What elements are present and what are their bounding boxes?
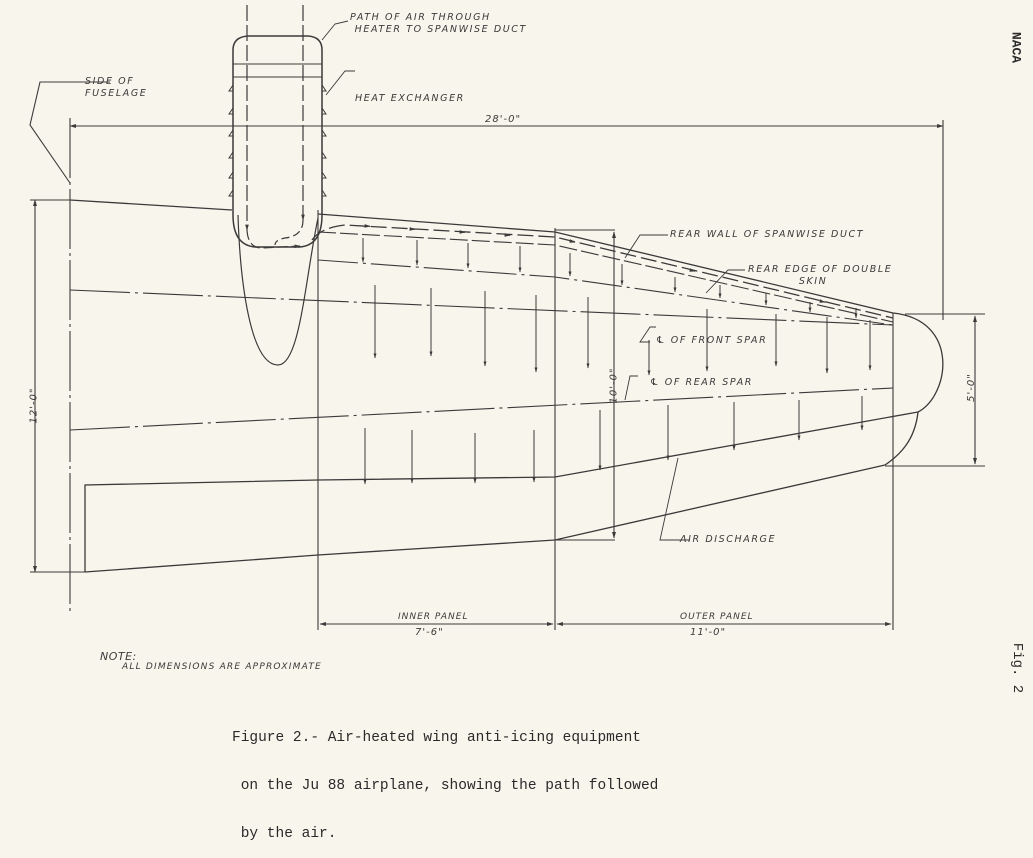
figure-caption: Figure 2.- Air-heated wing anti-icing eq… bbox=[232, 698, 658, 858]
naca-mark: NACA bbox=[1009, 23, 1024, 73]
engine-nacelle bbox=[238, 215, 318, 365]
figure-number: Fig. 2 bbox=[1009, 638, 1025, 698]
label-rear-spar: ℄ OF REAR SPAR bbox=[650, 377, 753, 389]
root-chord-dimension bbox=[30, 200, 85, 572]
dim-tip-chord: 5'-0" bbox=[966, 373, 977, 402]
label-side-of-fuselage: SIDE OF FUSELAGE bbox=[85, 76, 147, 100]
note-text: ALL DIMENSIONS ARE APPROXIMATE bbox=[122, 662, 322, 672]
span-dimension bbox=[70, 120, 943, 320]
mid-chord-dimension bbox=[555, 230, 615, 540]
label-rear-edge-double-skin: REAR EDGE OF DOUBLE SKIN bbox=[748, 264, 892, 288]
label-front-spar: ℄ OF FRONT SPAR bbox=[656, 335, 767, 347]
caption-line-3: by the air. bbox=[232, 826, 658, 842]
dim-outer-panel-label: OUTER PANEL bbox=[680, 612, 754, 622]
label-heat-exchanger: HEAT EXCHANGER bbox=[355, 93, 465, 105]
dim-overall-span: 28'-0" bbox=[485, 114, 521, 125]
dim-inner-panel-value: 7'-6" bbox=[415, 627, 444, 638]
dim-root-chord: 12'-0" bbox=[29, 387, 40, 423]
label-rear-wall-duct: REAR WALL OF SPANWISE DUCT bbox=[670, 229, 864, 241]
wing-outline bbox=[70, 200, 943, 572]
heat-exchanger bbox=[229, 36, 326, 247]
dim-outer-panel-value: 11'-0" bbox=[690, 627, 726, 638]
label-path-of-air: PATH OF AIR THROUGH HEATER TO SPANWISE D… bbox=[350, 12, 527, 36]
caption-line-1: Figure 2.- Air-heated wing anti-icing eq… bbox=[232, 730, 658, 746]
dim-inner-panel-label: INNER PANEL bbox=[398, 612, 469, 622]
dim-mid-chord: 10'-0" bbox=[609, 367, 620, 403]
label-air-discharge: AIR DISCHARGE bbox=[680, 534, 776, 546]
caption-line-2: on the Ju 88 airplane, showing the path … bbox=[232, 778, 658, 794]
rear-spar-line bbox=[70, 388, 893, 430]
